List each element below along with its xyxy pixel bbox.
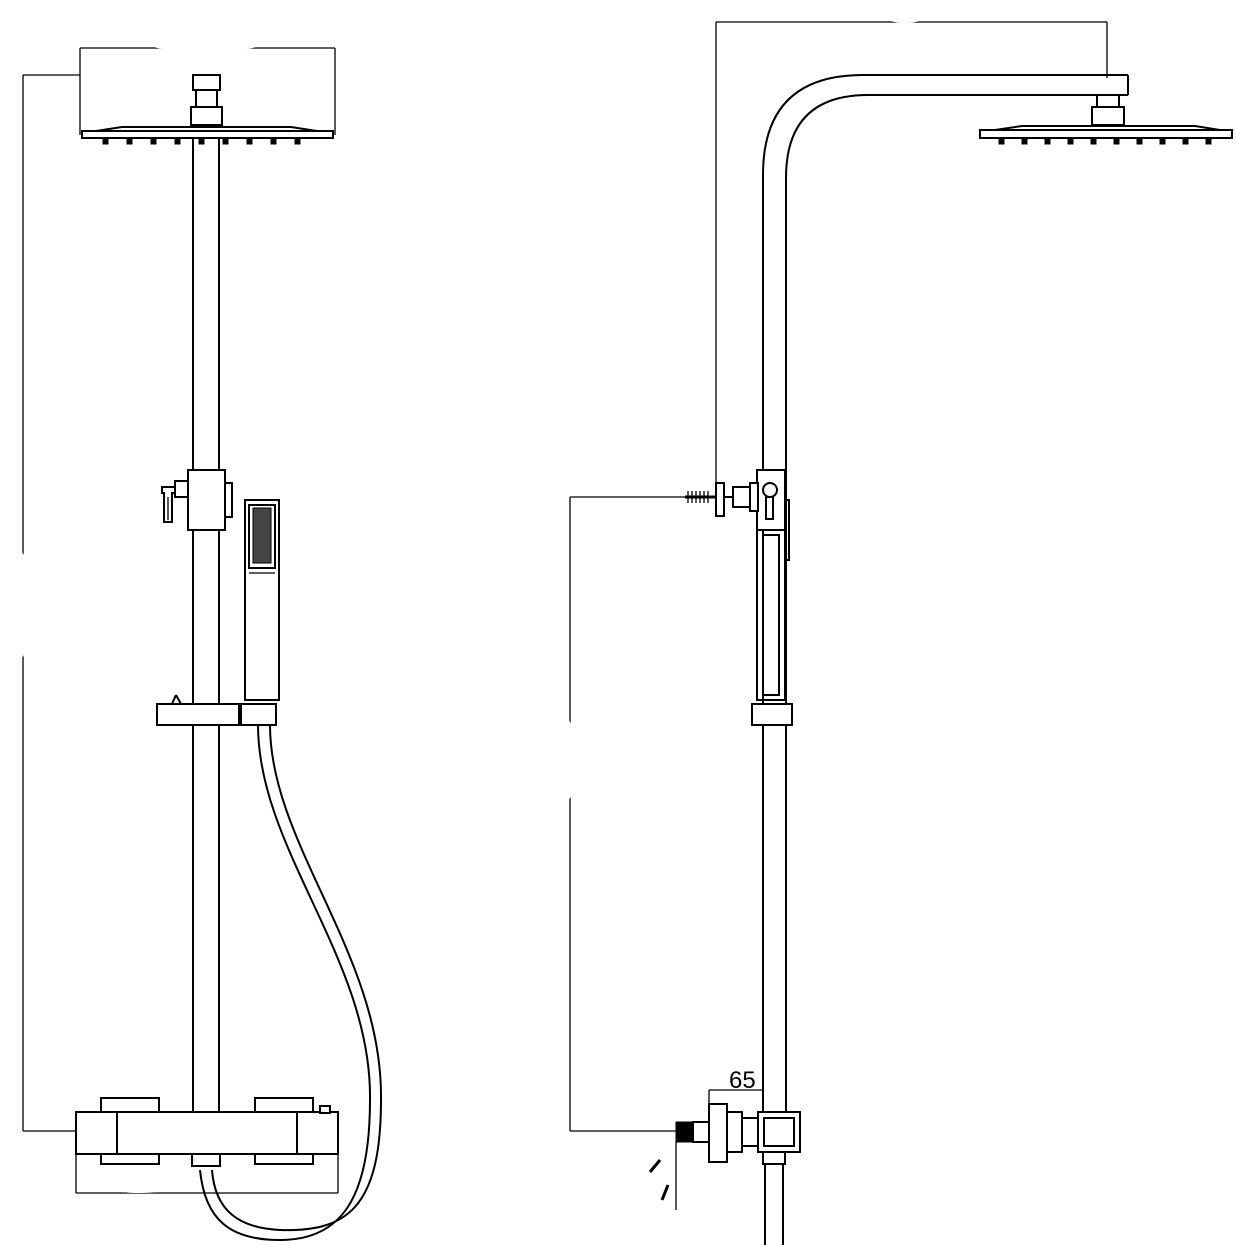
front-view bbox=[22, 47, 383, 1242]
valve-offset-label: 65 bbox=[729, 1067, 756, 1094]
wall-anchor-screw bbox=[685, 491, 716, 503]
head-width-dimension bbox=[79, 47, 336, 135]
front-riser-pipe bbox=[192, 138, 220, 1112]
side-view: 65 bbox=[569, 21, 1233, 1245]
side-reach-dimension bbox=[715, 21, 1108, 490]
scan-artifacts bbox=[4, 7, 927, 1193]
side-lower-pipe bbox=[762, 725, 787, 1112]
side-wall-bracket bbox=[685, 469, 786, 531]
front-head-nozzles bbox=[102, 137, 301, 145]
side-valve-assembly bbox=[675, 1103, 801, 1245]
side-head-nozzles bbox=[998, 137, 1212, 145]
front-shower-head bbox=[81, 74, 334, 145]
front-shower-hose bbox=[199, 724, 383, 1242]
front-diverter-bracket bbox=[161, 469, 233, 531]
valve-width-dimension bbox=[75, 1154, 339, 1194]
side-curved-arm bbox=[762, 74, 1129, 706]
side-height-dimension bbox=[569, 496, 685, 1132]
front-hand-shower bbox=[244, 499, 280, 701]
side-shower-head bbox=[979, 94, 1233, 145]
front-slide-holder bbox=[156, 694, 277, 726]
front-thermostatic-valve bbox=[75, 1097, 339, 1167]
valve-offset-dimension: 65 bbox=[708, 1067, 764, 1112]
side-slide-rail bbox=[751, 499, 793, 726]
side-bottom-dimension bbox=[648, 1142, 677, 1210]
